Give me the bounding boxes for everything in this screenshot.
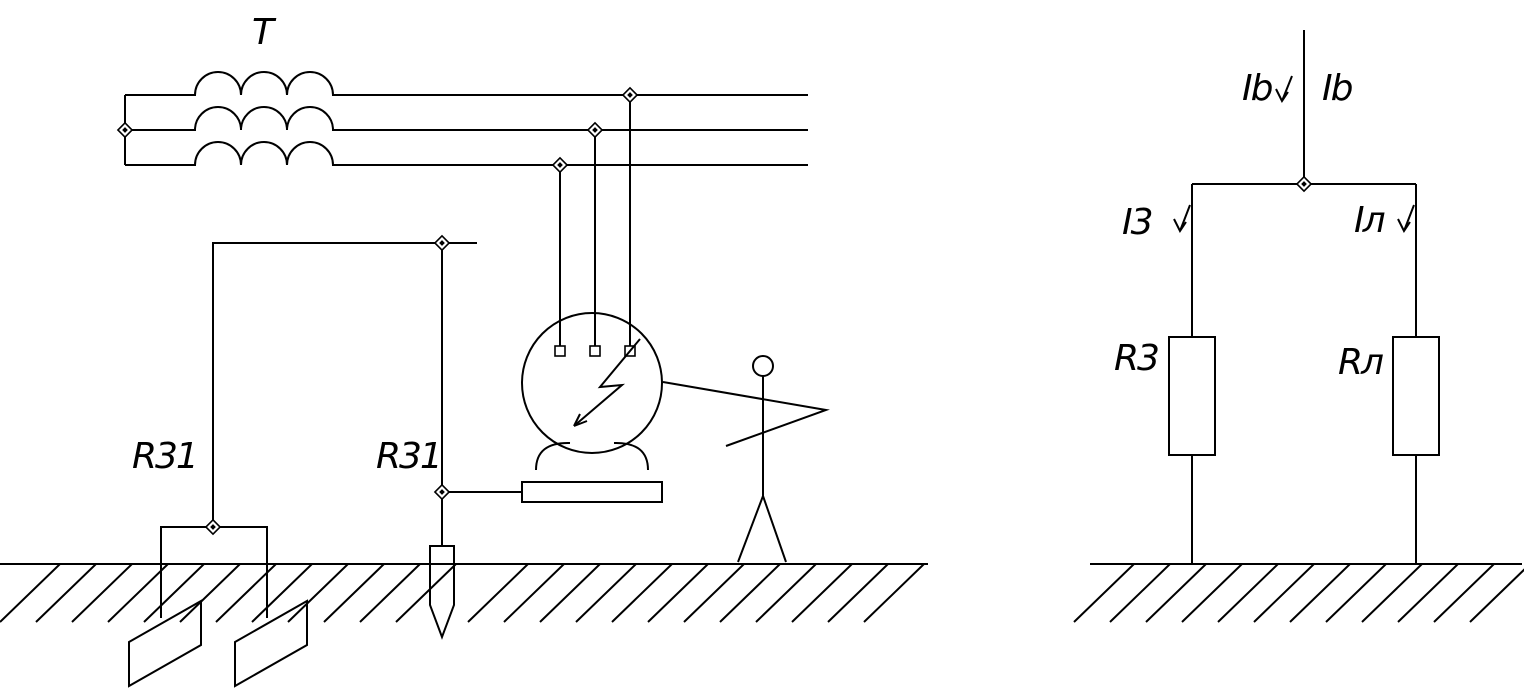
motor-base xyxy=(521,481,663,503)
phase-taps xyxy=(552,87,638,346)
r31-mid-label: R31 xyxy=(376,436,441,477)
arrow-i3 xyxy=(1173,204,1191,233)
arrow-il xyxy=(1397,204,1415,233)
ground-left xyxy=(0,563,928,623)
il-label: Iл xyxy=(1354,200,1385,241)
motor-feet xyxy=(535,441,649,471)
resistor-rl xyxy=(1392,336,1440,456)
r3-label: R3 xyxy=(1114,338,1158,379)
transformer-windings xyxy=(124,71,808,166)
grounding-wiring xyxy=(160,235,522,640)
transformer: T xyxy=(117,12,808,166)
rl-label: Rл xyxy=(1338,342,1383,383)
terminal-2 xyxy=(589,345,601,357)
equivalent-circuit: Ib Ib I3 Iл R3 Rл xyxy=(1114,30,1440,564)
i3-label: I3 xyxy=(1122,202,1152,243)
ground-right xyxy=(1073,563,1524,623)
r31-left-label: R31 xyxy=(132,436,197,477)
transformer-label: T xyxy=(252,12,277,53)
person-icon xyxy=(662,355,830,563)
motor-housing xyxy=(521,312,663,454)
terminal-1 xyxy=(554,345,566,357)
resistor-r3 xyxy=(1168,336,1216,456)
ib-right-label: Ib xyxy=(1322,68,1353,109)
arrow-ib xyxy=(1275,75,1293,103)
ground-rod xyxy=(429,545,455,640)
lightning-icon xyxy=(573,338,641,427)
ground-plates xyxy=(128,599,308,688)
neutral-node xyxy=(117,122,133,138)
ib-left-label: Ib xyxy=(1242,68,1273,109)
motor xyxy=(521,312,663,503)
